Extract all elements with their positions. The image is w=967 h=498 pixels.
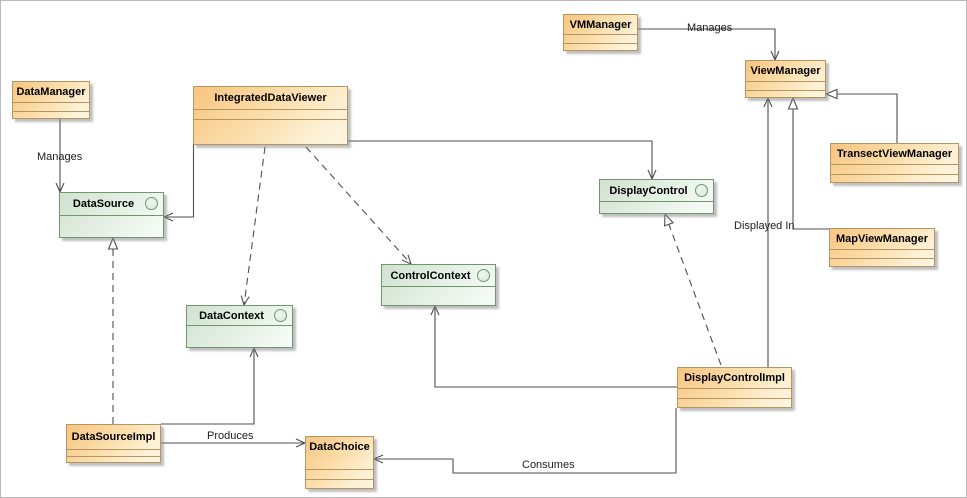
class-node-mapviewmanager[interactable]: MapViewManager [829,228,935,267]
edge-label-manages-top: Manages [687,22,733,34]
methods-compartment [67,456,160,462]
interface-node-controlcontext[interactable]: ControlContext [381,264,496,306]
methods-compartment [600,201,713,213]
attributes-compartment [564,34,637,43]
interface-circle-icon [477,268,490,282]
class-node-datachoice[interactable]: DataChoice [305,436,374,489]
class-node-vmmanager[interactable]: VMManager [563,14,638,51]
attributes-compartment [306,469,373,479]
methods-compartment [382,286,495,305]
node-label: DataContext [199,309,264,322]
edge-integrateddataviewer-datacontext[interactable] [240,146,266,307]
attributes-compartment [746,81,825,90]
edge-displaycontrolimpl-controlcontext[interactable] [430,304,677,388]
edge-vmmanager-viewmanager[interactable] [638,28,780,62]
node-label: TransectViewManager [836,148,953,160]
methods-compartment [830,258,934,266]
edge-displaycontrolimpl-displaycontrol[interactable] [664,212,722,366]
class-node-integrateddataviewer[interactable]: IntegratedDataViewer [193,86,348,145]
methods-compartment [831,174,958,182]
edge-label-displayed-in: Displayed In [734,220,795,232]
node-label: IntegratedDataViewer [214,92,327,104]
edge-integrateddataviewer-displaycontrol[interactable] [348,140,657,181]
attributes-compartment [194,109,347,119]
node-label: DisplayControlImpl [684,372,785,384]
node-label: DataManager [16,86,86,98]
edge-mapviewmanager-viewmanager[interactable] [787,96,829,230]
class-node-datasourceimpl[interactable]: DataSourceImpl [66,424,161,463]
attributes-compartment [831,164,958,174]
node-label: ControlContext [390,269,471,282]
interface-circle-icon [274,308,287,322]
attributes-compartment [830,249,934,258]
class-node-transectviewmanager[interactable]: TransectViewManager [830,143,959,183]
node-label: DataSourceImpl [71,431,156,443]
interface-node-datacontext[interactable]: DataContext [186,305,293,348]
node-label: VMManager [569,18,632,31]
node-label: DataSource [72,198,135,210]
methods-compartment [564,43,637,50]
interface-node-displaycontrol[interactable]: DisplayControl [599,179,714,214]
methods-compartment [194,119,347,144]
edge-label-produces: Produces [207,430,254,442]
attributes-compartment [13,102,89,111]
edge-displaycontrolimpl-datachoice[interactable] [372,408,677,474]
node-label: DisplayControl [609,184,688,197]
node-label: MapViewManager [835,233,929,245]
attributes-compartment [678,388,791,398]
methods-compartment [678,398,791,407]
edge-datasourceimpl-datacontext[interactable] [161,346,259,425]
node-label: DataChoice [309,441,370,453]
methods-compartment [60,215,163,237]
class-node-displaycontrolimpl[interactable]: DisplayControlImpl [677,367,792,408]
edge-integrateddataviewer-controlcontext[interactable] [305,146,412,266]
methods-compartment [13,111,89,118]
methods-compartment [306,479,373,488]
class-node-datamanager[interactable]: DataManager [12,81,90,119]
interface-circle-icon [695,183,708,197]
interface-node-datasource[interactable]: DataSource [59,192,164,238]
edge-transectviewmanager-viewmanager[interactable] [824,88,898,143]
methods-compartment [187,325,292,347]
attributes-compartment [67,449,160,456]
class-node-viewmanager[interactable]: ViewManager [745,60,826,98]
edge-integrateddataviewer-datasource[interactable] [162,145,195,222]
methods-compartment [746,90,825,97]
node-label: ViewManager [750,65,821,77]
edge-label-manages-left: Manages [37,151,83,163]
edge-label-consumes: Consumes [522,459,575,471]
interface-circle-icon [145,197,158,210]
